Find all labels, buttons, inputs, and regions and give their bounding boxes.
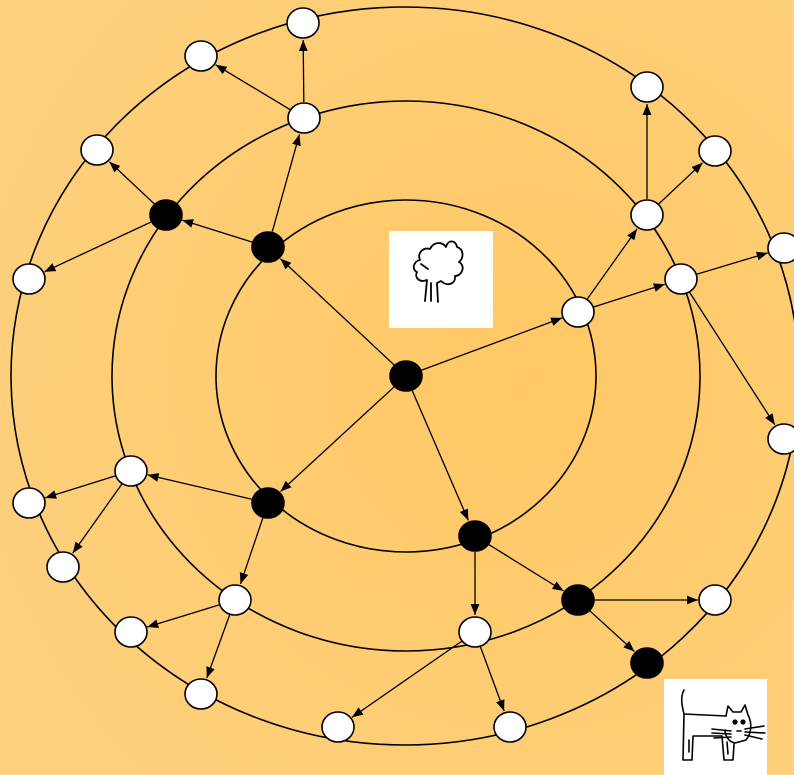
edge-arrow [239,517,264,585]
edge-arrow [280,386,395,492]
edge-arrow [589,610,635,652]
edge-arrow [279,258,395,366]
edge-arrow [689,292,776,426]
empty-node [114,455,148,487]
edge-arrow [271,134,301,232]
filled-node [251,487,285,519]
empty-node [698,135,732,167]
edge-arrow [411,390,469,521]
empty-node [287,102,321,134]
edge-arrow [420,317,563,372]
empty-node [46,551,80,583]
edge-arrow [658,162,704,205]
filled-node [458,520,492,552]
empty-node [767,232,794,264]
edge-arrow [72,483,123,554]
filled-node [561,584,595,616]
empty-node [493,711,527,743]
edge-arrow [593,283,665,308]
empty-node [321,711,355,743]
filled-node [630,647,664,679]
edge-arrow [696,251,768,276]
empty-node [184,40,218,72]
empty-node [561,296,595,328]
edge-arrow [298,39,308,103]
filled-node [149,199,183,231]
edge-arrow [182,219,253,243]
empty-node [767,423,794,455]
edge-arrow [479,646,505,712]
empty-node [698,584,732,616]
empty-node [12,263,46,295]
empty-node [286,7,320,39]
inner-ring [215,199,597,553]
edge-arrow [215,64,291,111]
empty-node [458,616,492,648]
outer-ring [10,6,794,746]
empty-node [184,678,218,710]
edge-arrow [586,228,638,300]
edge-arrow [206,614,231,679]
empty-node [630,199,664,231]
tree-icon [389,231,493,328]
edge-arrow [147,473,253,501]
empty-node [80,134,114,166]
edge-arrow [45,475,116,499]
cat-icon [664,679,767,775]
empty-node [218,584,252,616]
empty-node [114,616,148,648]
empty-node [12,487,46,519]
edge-arrow [44,221,152,273]
filled-node [251,231,285,263]
edge-arrow [351,640,463,718]
empty-node [664,263,698,295]
edge-arrow [108,161,155,205]
empty-node [630,71,664,103]
edge-arrow [147,604,220,628]
filled-node [389,360,423,392]
middle-ring [111,100,701,652]
edge-arrow [488,543,564,592]
